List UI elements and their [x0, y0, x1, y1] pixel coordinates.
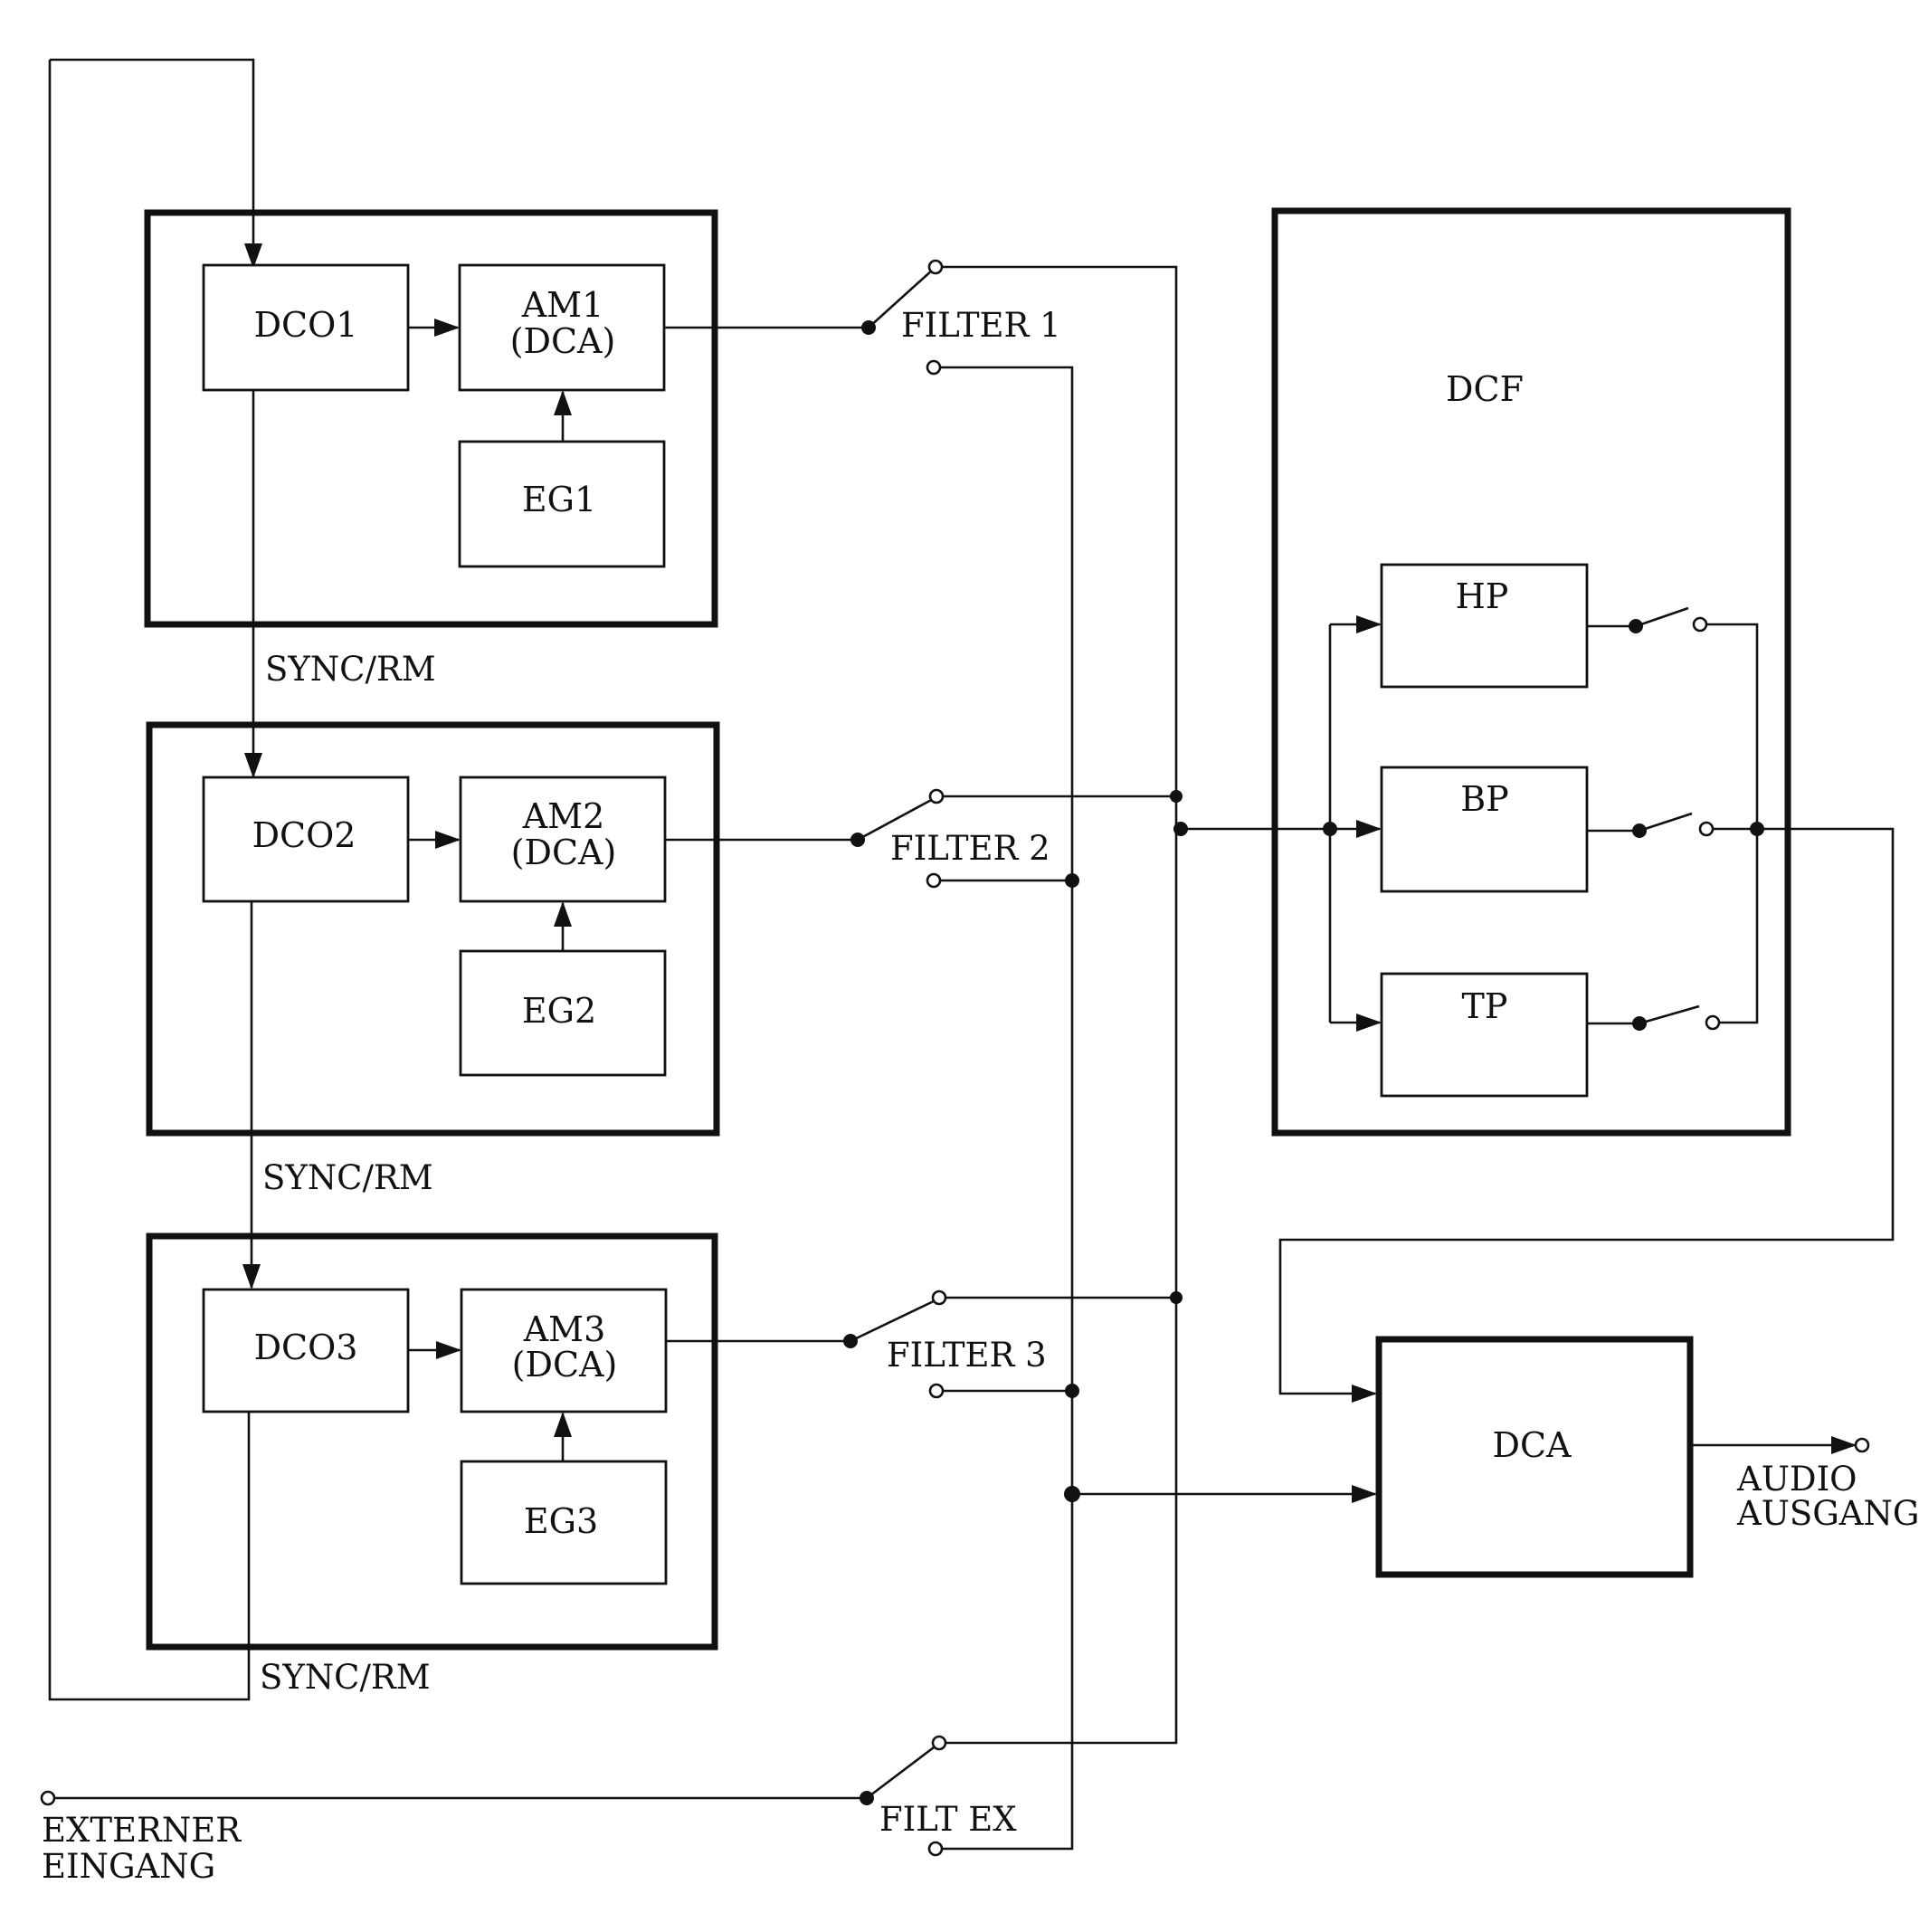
- dco2-label: DCO2: [252, 815, 356, 855]
- filt-ex-switch-upper-contact[interactable]: [931, 1735, 947, 1751]
- audio-output-label-line2: AUSGANG: [1736, 1494, 1919, 1533]
- eg1-label: EG1: [522, 480, 596, 519]
- filt-ex-switch-blade: [866, 1743, 938, 1800]
- hp-switch-contact[interactable]: [1692, 616, 1708, 633]
- dco3-label: DCO3: [254, 1328, 358, 1367]
- filter2-switch-label: FILTER 2: [890, 829, 1050, 868]
- external-input-terminal[interactable]: [40, 1790, 56, 1806]
- filter-bus-top: [942, 265, 1178, 1745]
- tp-switch-blade: [1639, 1004, 1700, 1025]
- dcf-title: DCF: [1446, 369, 1524, 409]
- eg2-label: EG2: [522, 991, 596, 1031]
- am3-block: [460, 1288, 668, 1413]
- eg1-block: [458, 440, 666, 568]
- am2-block: [459, 776, 667, 903]
- voice-3-frame: [146, 1232, 718, 1651]
- filter2-switch-blade: [857, 796, 936, 842]
- filter3-switch-lower-contact[interactable]: [928, 1383, 945, 1399]
- am3-label: AM3: [523, 1309, 606, 1349]
- am3-dca-label: (DCA): [512, 1345, 618, 1385]
- am2-dca-label: (DCA): [511, 833, 617, 872]
- dco2-block: [202, 776, 410, 903]
- dco3-block: [202, 1288, 410, 1413]
- filter3-switch-upper-contact[interactable]: [931, 1290, 947, 1306]
- bp-switch-contact[interactable]: [1698, 821, 1715, 837]
- dcf-to-dca-arrow: [1278, 827, 1895, 1403]
- eg3-label: EG3: [524, 1501, 598, 1541]
- bp-switch-blade: [1639, 812, 1693, 833]
- dcf-output-spine: [1706, 623, 1759, 1024]
- sync-label-3: SYNC/RM: [260, 1658, 431, 1697]
- audio-output-terminal[interactable]: [1854, 1437, 1870, 1453]
- filt-ex-switch-lower-contact[interactable]: [927, 1841, 944, 1857]
- filter2-switch-upper-contact[interactable]: [928, 788, 945, 804]
- output-dca-label: DCA: [1493, 1425, 1572, 1465]
- bypass-junction-filter3: [1065, 1384, 1079, 1398]
- audio-output-label-line1: AUDIO: [1736, 1460, 1857, 1499]
- filter1-switch-lower-contact[interactable]: [926, 359, 942, 376]
- filt-ex-switch-label: FILT EX: [879, 1800, 1017, 1839]
- filter1-switch-upper-contact[interactable]: [927, 259, 944, 275]
- hp-filter-label: HP: [1456, 576, 1509, 616]
- external-input-label-line2: EINGANG: [42, 1847, 215, 1886]
- bus-junction-filter3: [1170, 1291, 1183, 1304]
- sync-label-2: SYNC/RM: [262, 1158, 433, 1197]
- dco1-block: [202, 263, 410, 392]
- eg2-block: [459, 949, 667, 1077]
- voice-2-frame: [146, 721, 720, 1137]
- hp-filter-block: [1380, 563, 1589, 689]
- am2-label: AM2: [522, 796, 605, 836]
- bp-filter-label: BP: [1460, 779, 1509, 819]
- sync-label-1: SYNC/RM: [265, 650, 436, 689]
- eg3-block: [460, 1460, 668, 1585]
- filter3-switch-blade: [850, 1298, 938, 1343]
- filter1-switch-blade: [868, 268, 935, 328]
- bus-junction-filter2: [1170, 790, 1183, 803]
- output-dca-block: [1375, 1336, 1694, 1578]
- dcf-frame: [1271, 207, 1791, 1137]
- am1-dca-label: (DCA): [510, 321, 616, 361]
- tp-filter-block: [1380, 972, 1589, 1098]
- hp-switch-blade: [1635, 606, 1689, 628]
- filter1-switch-label: FILTER 1: [901, 306, 1061, 345]
- filter2-switch-lower-contact[interactable]: [926, 872, 942, 889]
- bypass-junction-filter2: [1065, 873, 1079, 888]
- filter3-switch-label: FILTER 3: [887, 1336, 1047, 1375]
- external-input-label-line1: EXTERNER: [42, 1811, 242, 1850]
- tp-filter-label: TP: [1462, 986, 1508, 1026]
- external-sync-line: [50, 58, 262, 269]
- dco1-label: DCO1: [254, 305, 358, 345]
- am1-label: AM1: [521, 285, 604, 325]
- voice-1-frame: [144, 209, 718, 628]
- external-sync-line-return: [48, 60, 251, 1701]
- bp-filter-block: [1380, 766, 1589, 893]
- bypass-bus: [940, 366, 1074, 1851]
- tp-switch-contact[interactable]: [1705, 1014, 1721, 1031]
